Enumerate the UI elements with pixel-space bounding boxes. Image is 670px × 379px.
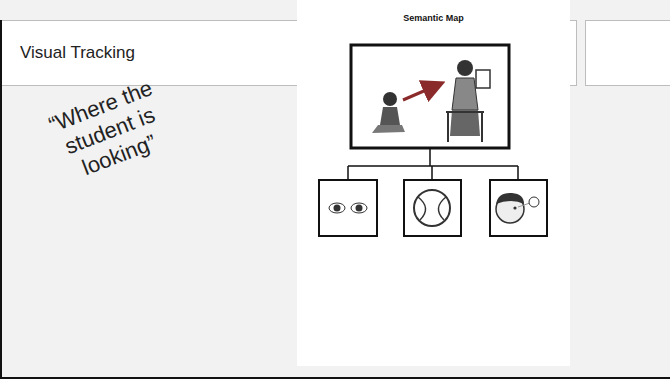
map-panel: Semantic Map <box>297 0 570 366</box>
side-bar <box>585 20 670 86</box>
frame-left <box>0 20 2 379</box>
slide-title: Visual Tracking <box>20 43 135 63</box>
frame-bottom <box>0 377 670 379</box>
quote-note: “Where the student is looking” <box>31 70 190 193</box>
panel-heading: Semantic Map <box>297 13 570 23</box>
